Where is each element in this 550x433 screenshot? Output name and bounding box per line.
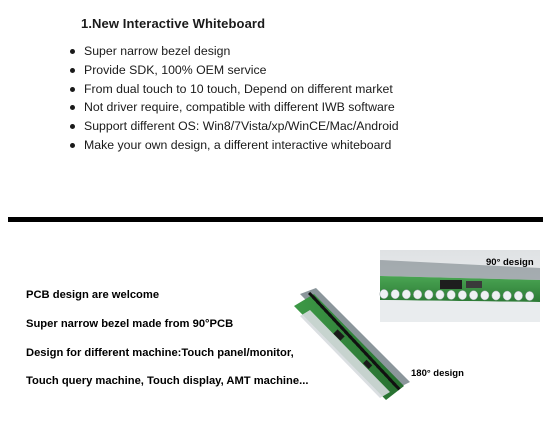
label-90-design: 90° design xyxy=(486,257,534,268)
bullet-dot-icon xyxy=(70,142,75,148)
led-dot xyxy=(469,290,479,301)
feature-item: Provide SDK, 100% OEM service xyxy=(70,61,399,80)
led-dot xyxy=(446,290,456,300)
feature-list: Super narrow bezel design Provide SDK, 1… xyxy=(70,42,399,155)
feature-item: Make your own design, a different intera… xyxy=(70,136,399,155)
led-dot xyxy=(513,290,523,301)
led-dot xyxy=(502,290,512,301)
bullet-dot-icon xyxy=(70,86,75,92)
led-dot xyxy=(435,289,445,300)
feature-text: From dual touch to 10 touch, Depend on d… xyxy=(84,81,393,96)
feature-item: Support different OS: Win8/7Vista/xp/Win… xyxy=(70,117,399,136)
led-dot xyxy=(525,291,535,301)
feature-text: Not driver require, compatible with diff… xyxy=(84,100,395,115)
bullet-dot-icon xyxy=(70,67,75,73)
led-dot xyxy=(401,289,411,300)
pcb-line-welcome: PCB design are welcome xyxy=(26,289,160,301)
feature-text: Make your own design, a different intera… xyxy=(84,137,392,152)
pcb-line-bezel: Super narrow bezel made from 90°PCB xyxy=(26,318,234,330)
pcb-line-machines-cont: Touch query machine, Touch display, AMT … xyxy=(26,375,309,387)
feature-item: Super narrow bezel design xyxy=(70,42,399,61)
feature-text: Super narrow bezel design xyxy=(84,44,231,58)
section-divider xyxy=(8,217,543,222)
feature-item: Not driver require, compatible with diff… xyxy=(70,98,399,117)
led-dot xyxy=(413,289,423,300)
connector-pin xyxy=(392,381,401,391)
bullet-dot-icon xyxy=(70,124,75,130)
bullet-dot-icon xyxy=(70,49,75,54)
label-180-design: 180° design xyxy=(411,368,464,379)
pcb-90-photo xyxy=(379,250,540,322)
led-dot xyxy=(379,289,389,299)
led-dot xyxy=(424,289,434,300)
feature-item: From dual touch to 10 touch, Depend on d… xyxy=(70,80,399,99)
bullet-dot-icon xyxy=(70,105,75,111)
led-dot xyxy=(457,290,467,300)
feature-text: Provide SDK, 100% OEM service xyxy=(84,62,267,77)
feature-text: Support different OS: Win8/7Vista/xp/Win… xyxy=(84,119,399,134)
pcb-180-photo xyxy=(294,288,410,400)
led-dot xyxy=(491,290,501,301)
section-title: 1.New Interactive Whiteboard xyxy=(81,16,266,31)
pcb-line-machines: Design for different machine:Touch panel… xyxy=(26,347,294,359)
led-dot xyxy=(480,290,490,301)
led-dot xyxy=(390,289,400,300)
